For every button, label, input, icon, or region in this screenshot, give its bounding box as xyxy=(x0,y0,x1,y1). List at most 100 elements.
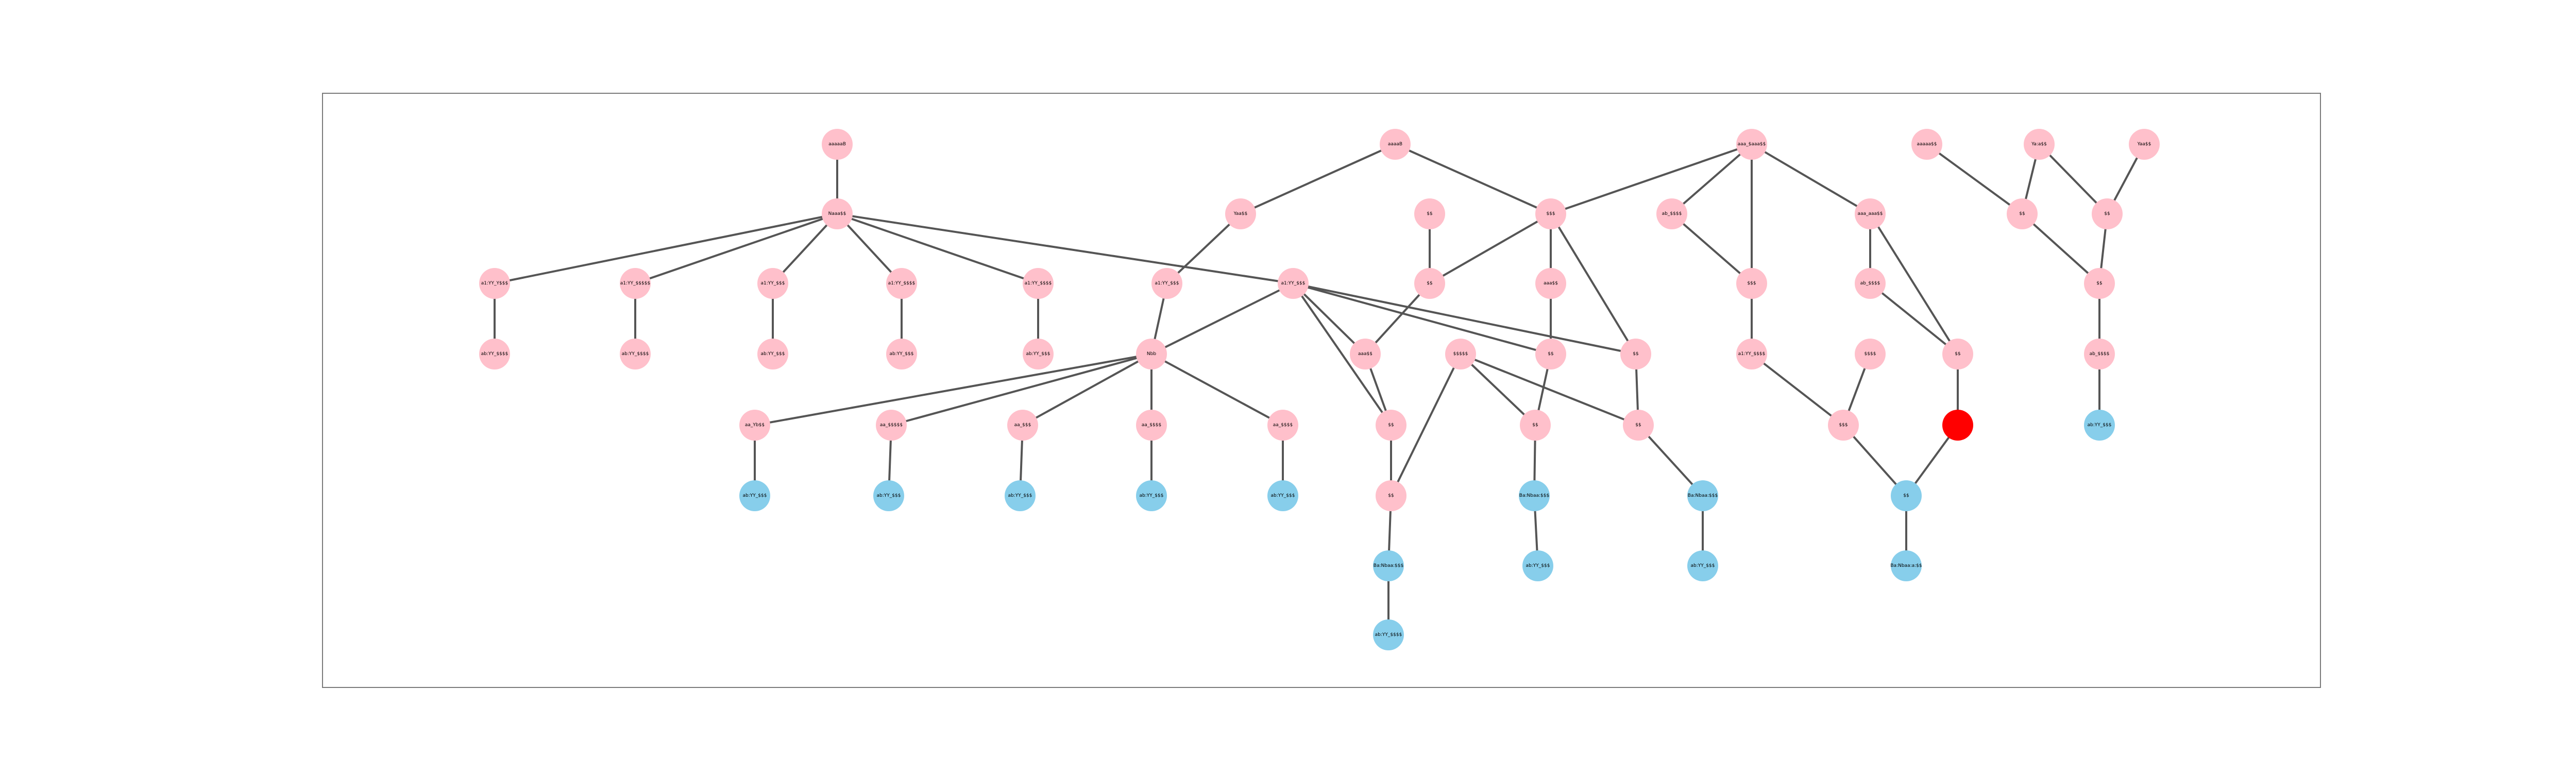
node-circle xyxy=(1687,480,1718,511)
graph-node: ab:YY_$$$$ xyxy=(620,339,651,369)
graph-node: ab_$$$$ xyxy=(2084,339,2115,369)
node-circle xyxy=(1855,268,1886,299)
node-circle xyxy=(876,410,907,441)
node-circle xyxy=(1373,550,1404,581)
node-circle xyxy=(1736,268,1767,299)
graph-node: aaaaaB xyxy=(822,129,853,160)
graph-node: a1:YY_$$$$ xyxy=(886,268,917,299)
graph-node: Ba:Nbaa:$$$ xyxy=(1519,480,1550,511)
graph-node: a1:YY_$$$ xyxy=(757,268,788,299)
edge-hub_b-b3 xyxy=(1151,282,1294,355)
node-circle xyxy=(1620,339,1651,369)
edge-r2-r8 xyxy=(1869,213,1959,355)
node-label: Ba:Nbaa:a:$$ xyxy=(1890,563,1922,568)
node-circle xyxy=(1005,480,1036,511)
node-label: Ba:Nbaa:$$$ xyxy=(1374,563,1403,568)
node-circle xyxy=(1855,339,1886,369)
graph-node: $$ xyxy=(1414,268,1445,299)
node-label: ab:YY_$$$ xyxy=(1271,493,1295,498)
node-label: $$ xyxy=(1903,493,1909,498)
graph-node: ab:YY_$$$ xyxy=(757,339,788,369)
node-circle xyxy=(1267,480,1298,511)
graph-node: $$$ xyxy=(1828,410,1859,441)
node-circle xyxy=(2129,129,2160,160)
edge-b3-m7 xyxy=(1293,282,1551,355)
graph-node: Yaa$$ xyxy=(1225,198,1256,229)
edge-m6-m10 xyxy=(1460,353,1536,426)
graph-node: aa_Yb$$ xyxy=(739,410,770,441)
edge-m3-m4 xyxy=(1364,282,1431,355)
node-circle xyxy=(1623,410,1654,441)
graph-node: $$ xyxy=(1620,339,1651,369)
node-circle xyxy=(1267,410,1298,441)
node-label: ab:YY_$$$ xyxy=(761,351,785,357)
node-label: $$ xyxy=(1388,493,1394,498)
node-label: ab:YY_$$$ xyxy=(1008,493,1032,498)
graph-node: Yaa$$ xyxy=(2129,129,2160,160)
graph-node: $$$$$ xyxy=(1445,339,1476,369)
graph-node: aa_$$$$$ xyxy=(876,410,907,441)
graph-node: aaa_$aaa$$ xyxy=(1736,129,1767,160)
node-label: aaaaB xyxy=(1388,142,1402,147)
node-circle xyxy=(1007,410,1038,441)
node-label: Ba:Nbaa:$$$ xyxy=(1519,493,1549,498)
graph-node: $$ xyxy=(1520,410,1551,441)
graph-node: aaa$$ xyxy=(1350,339,1381,369)
node-circle xyxy=(1414,268,1445,299)
node-circle xyxy=(1942,339,1973,369)
node-circle xyxy=(1736,339,1767,369)
node-label: Ba:Nbaa:$$$ xyxy=(1688,493,1718,498)
node-circle xyxy=(1535,339,1566,369)
node-label: a1:YY_$$$ xyxy=(761,281,785,286)
edge-r4-r8 xyxy=(1869,282,1959,355)
node-label: aa_$$$$$ xyxy=(880,423,903,428)
graph-node: aa_$$$ xyxy=(1007,410,1038,441)
node-circle xyxy=(822,198,853,229)
node-label: Ya:a$$ xyxy=(2031,142,2047,147)
node-circle xyxy=(1136,480,1167,511)
node-label: a1:YY_Y$$$ xyxy=(481,281,508,286)
node-label: $$ xyxy=(1532,423,1538,428)
node-label: aa_$$$ xyxy=(1014,423,1031,428)
graph-node: a1:YY_$$$ xyxy=(1151,268,1182,299)
graph-node: Nbb xyxy=(1136,339,1167,369)
node-circle xyxy=(2092,198,2123,229)
graph-node: Naaa$$ xyxy=(822,198,853,229)
graph-node: ab_$$$$ xyxy=(1656,198,1687,229)
node-label: $$$$$ xyxy=(1453,351,1468,357)
node-label: Yaa$$ xyxy=(1233,211,1248,216)
node-circle xyxy=(1445,339,1476,369)
graph-node: ab:YY_$$$ xyxy=(1005,480,1036,511)
node-circle xyxy=(1136,410,1167,441)
graph-node: ab_$$$$ xyxy=(1855,268,1886,299)
node-circle xyxy=(1376,480,1406,511)
node-circle xyxy=(1225,198,1256,229)
node-label: ab:YY_$$$$ xyxy=(622,351,649,357)
node-label: $$ xyxy=(2096,281,2102,286)
node-label: ab:YY_$$$$ xyxy=(1375,632,1402,637)
edge-hub_a-a2 xyxy=(635,213,838,284)
node-circle xyxy=(1519,480,1550,511)
node-label: $$ xyxy=(2104,211,2110,216)
node-label: $$$ xyxy=(1839,423,1848,428)
graph-node: $$$$ xyxy=(1855,339,1886,369)
edge-b3-m4 xyxy=(1292,282,1366,355)
node-circle xyxy=(1942,410,1973,441)
edge-top_c-r1 xyxy=(1671,143,1753,215)
graph-node: ab:YY_$$$ xyxy=(1687,550,1718,581)
edge-hub_b-c2 xyxy=(891,353,1152,426)
node-circle xyxy=(1520,410,1551,441)
graph-node: a1:YY_$$$$ xyxy=(1736,339,1767,369)
graph-node: $$ xyxy=(1891,480,1922,511)
node-circle xyxy=(757,268,788,299)
edge-m1-m8 xyxy=(1550,213,1637,355)
graph-node: a1:YY_$$$$ xyxy=(1023,268,1054,299)
node-circle xyxy=(1522,550,1553,581)
node-label: a1:YY_$$$ xyxy=(1155,281,1179,286)
node-circle xyxy=(1656,198,1687,229)
edge-b3-m8 xyxy=(1293,282,1636,355)
node-label: ab:YY_$$$ xyxy=(743,493,767,498)
edge-m1-m3 xyxy=(1429,213,1551,284)
graph-node: aaa$$ xyxy=(1535,268,1566,299)
node-label: a1:YY_$$$$ xyxy=(1025,281,1052,286)
